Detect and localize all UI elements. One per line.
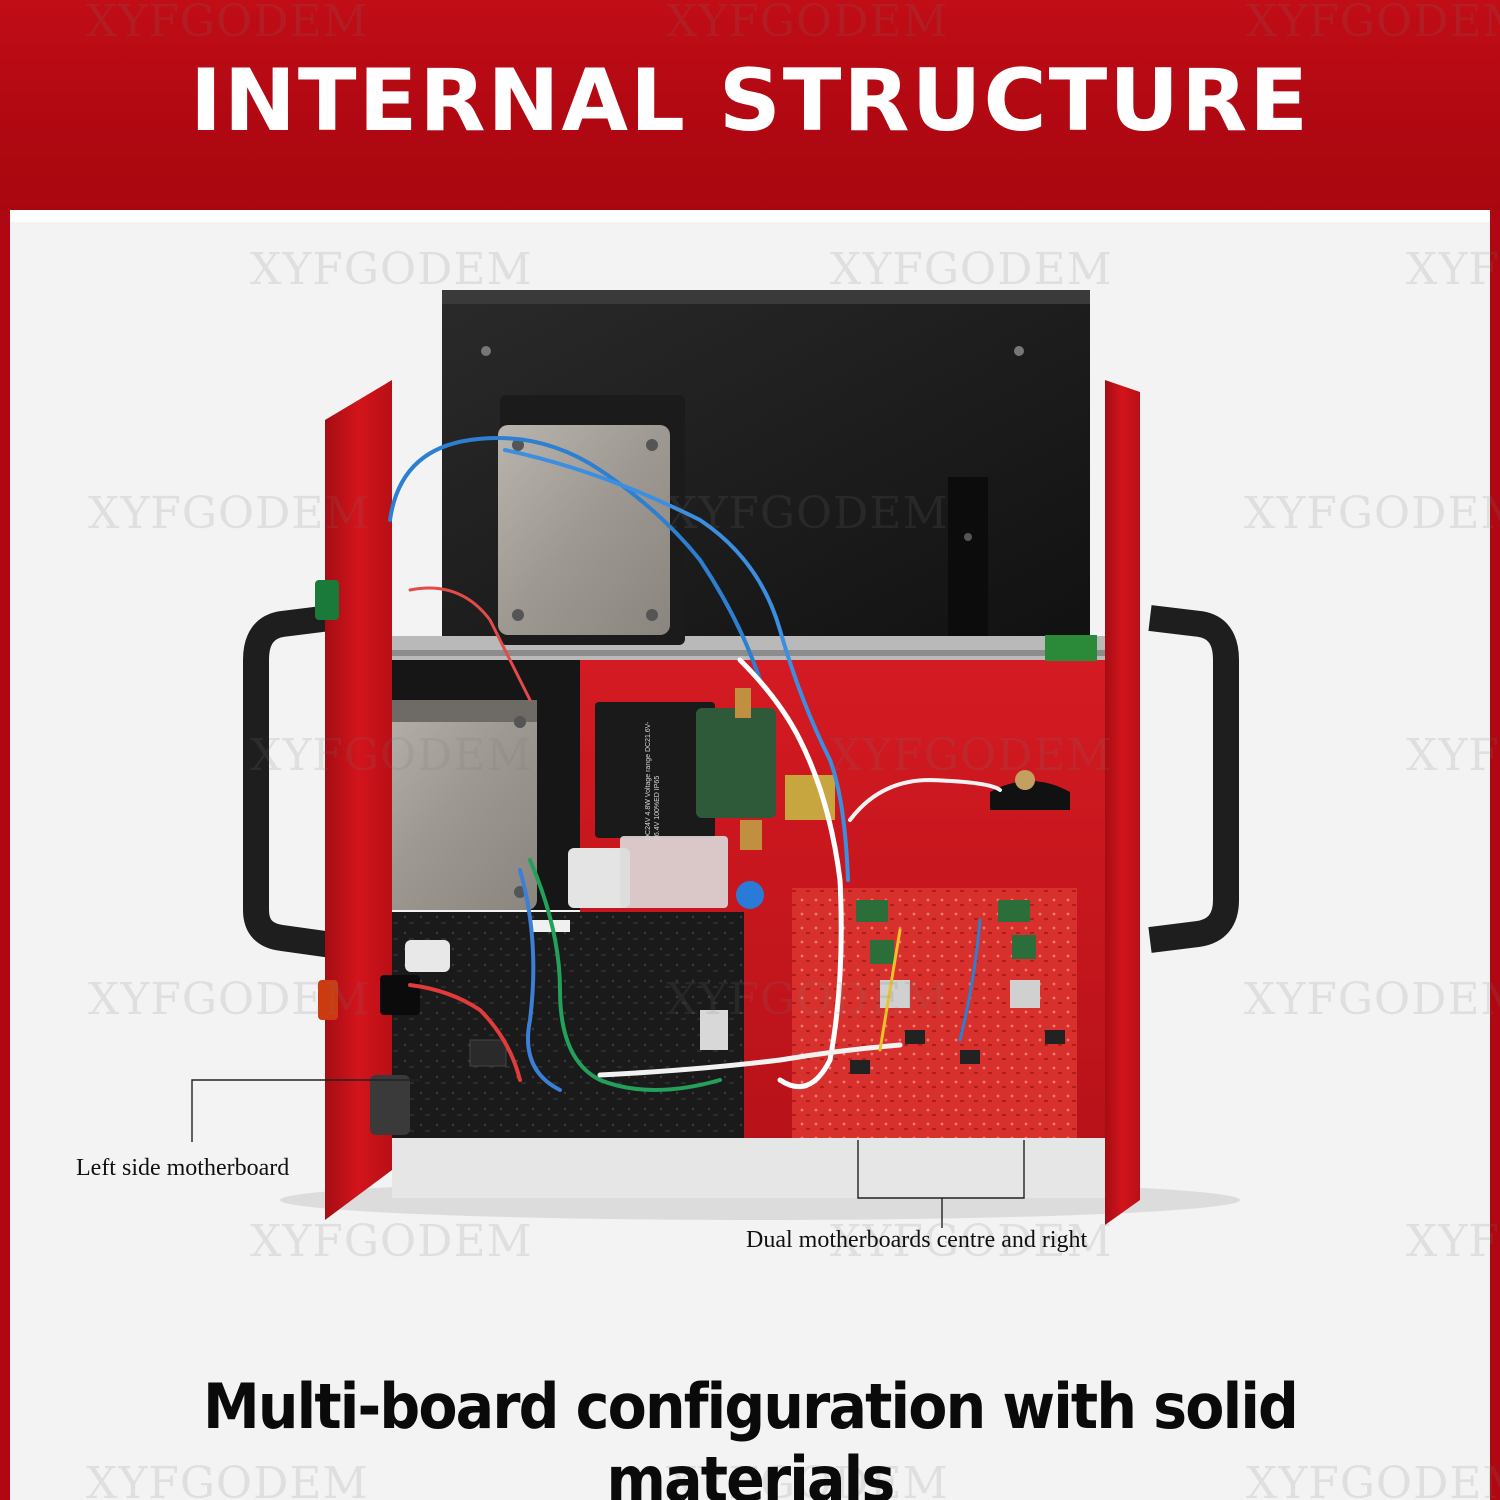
watermark: XYFGODEM (666, 488, 949, 539)
right-side-panel (1105, 380, 1140, 1225)
watermark: XYFGODEM (830, 244, 1113, 295)
watermark: XYFGODEM (666, 1458, 949, 1500)
left-motherboard (392, 912, 744, 1138)
left-handle (243, 605, 334, 958)
solenoid-label: DC24V 4.8W Voltage range DC21.6V-26.4V 1… (645, 721, 661, 840)
watermark: XYFGODEM (1246, 0, 1500, 47)
left-side-panel (325, 380, 392, 1220)
watermark: XYFGODEM (666, 974, 949, 1025)
driver-board-right (935, 888, 1077, 1140)
watermark: XYFGODEM (250, 244, 533, 295)
watermark: XYFGODEM (830, 730, 1113, 781)
watermark: XYFGODEM (250, 730, 533, 781)
watermark: XYFGODEM (830, 1216, 1113, 1267)
watermark: XYFGODEM (1244, 974, 1500, 1025)
watermark: XYFGODEM (88, 488, 371, 539)
watermark: XYFGODEM (250, 1216, 533, 1267)
watermark: XYFGODEM (1406, 1216, 1500, 1267)
watermark: XYFGODEM (1246, 1458, 1500, 1500)
callout-left-motherboard: Left side motherboard (76, 1155, 290, 1181)
callout-line-left (191, 1079, 420, 1142)
watermark: XYFGODEM (666, 0, 949, 47)
banner-title: INTERNAL STRUCTURE (189, 51, 1311, 151)
watermark: XYFGODEM (86, 0, 369, 47)
stepper-motor-lower (365, 700, 537, 910)
watermark: XYFGODEM (86, 1458, 369, 1500)
title-banner: INTERNAL STRUCTURE (0, 0, 1500, 210)
watermark: XYFGODEM (1406, 244, 1500, 295)
callout-line-dual (857, 1140, 1025, 1228)
watermark: XYFGODEM (1244, 488, 1500, 539)
driver-board-centre (792, 888, 942, 1140)
frame-border-left (0, 210, 10, 1500)
stepper-motor-upper (498, 425, 670, 635)
watermark: XYFGODEM (88, 974, 371, 1025)
right-handle (1148, 605, 1239, 953)
solenoid-valve (595, 702, 715, 838)
frame-border-right (1490, 210, 1500, 1500)
bottom-caption: Multi-board configuration with solid mat… (202, 1370, 1299, 1500)
callout-dual-motherboards: Dual motherboards centre and right (746, 1227, 1088, 1253)
watermark: XYFGODEM (1406, 730, 1500, 781)
